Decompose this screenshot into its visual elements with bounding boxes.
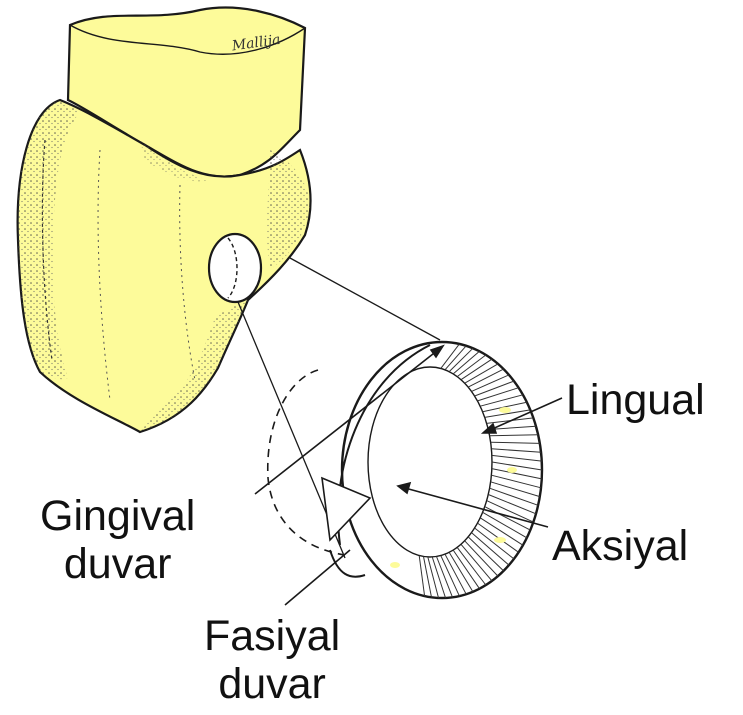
label-fasiyal-line2: duvar (204, 660, 340, 708)
label-gingival-wall: Gingival duvar (40, 492, 195, 588)
label-gingival-line1: Gingival (40, 492, 195, 540)
label-aksiyal: Aksiyal (552, 522, 688, 570)
label-gingival-line2: duvar (40, 540, 195, 588)
small-cavity-outline (209, 234, 261, 302)
label-fasiyal-line1: Fasiyal (204, 612, 340, 660)
label-fasiyal-wall: Fasiyal duvar (204, 612, 340, 708)
label-lingual: Lingual (566, 376, 705, 424)
